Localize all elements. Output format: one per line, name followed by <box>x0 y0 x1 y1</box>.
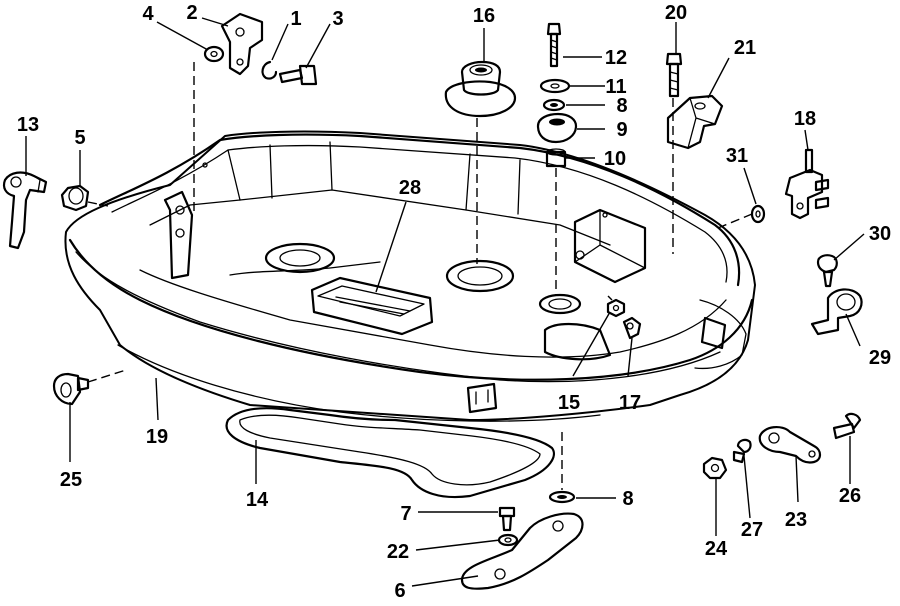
leader-lines <box>25 17 865 587</box>
latch-hook-part-2 <box>220 12 264 76</box>
grommet-part-5 <box>60 184 90 212</box>
callout-13: 13 <box>17 114 39 136</box>
callout-28: 28 <box>399 177 421 199</box>
grommet-part-16 <box>444 60 517 118</box>
callout-2: 2 <box>186 2 197 24</box>
grommet-part-25 <box>52 372 90 406</box>
assembly-lines <box>87 62 753 490</box>
screw-part-30 <box>816 254 838 288</box>
washer-part-31 <box>750 204 766 224</box>
washer-part-22 <box>497 533 519 547</box>
callout-1: 1 <box>290 8 301 30</box>
bolt-part-12 <box>546 22 562 68</box>
callout-31: 31 <box>726 145 748 167</box>
callout-19: 19 <box>146 426 168 448</box>
callout-6: 6 <box>394 580 405 602</box>
bolt-part-7 <box>498 506 516 532</box>
callout-20: 20 <box>665 2 687 24</box>
grommet-part-9 <box>536 112 578 144</box>
callout-23: 23 <box>785 509 807 531</box>
switch-part-18 <box>784 148 830 220</box>
lower-cover-shell <box>64 130 756 422</box>
bracket-plate-part-6 <box>460 512 584 590</box>
bolt-part-20 <box>665 52 683 98</box>
callout-9: 9 <box>616 119 627 141</box>
washer-part-11 <box>539 78 571 94</box>
callout-26: 26 <box>839 485 861 507</box>
screw-part-26 <box>832 412 862 440</box>
clamp-part-29 <box>810 288 863 336</box>
callout-4: 4 <box>142 3 154 25</box>
nut-part-24 <box>702 456 728 480</box>
callout-29: 29 <box>869 347 891 369</box>
callout-labels: 1 2 3 4 5 6 7 8 8 9 10 11 12 13 14 15 16… <box>17 2 891 602</box>
floor-pad-28 <box>310 276 434 336</box>
callout-14: 14 <box>246 489 269 511</box>
callout-3: 3 <box>332 8 343 30</box>
screw-part-3 <box>278 64 318 86</box>
callout-11: 11 <box>605 76 626 98</box>
callout-10: 10 <box>604 148 626 170</box>
lever-part-13 <box>2 171 48 250</box>
e-clip-part-1 <box>261 60 278 80</box>
seal-gasket-14 <box>225 407 555 499</box>
callout-8-lower: 8 <box>622 488 633 510</box>
link-arm-part-23 <box>758 426 822 464</box>
washer-part-4 <box>203 45 225 63</box>
callout-12: 12 <box>605 47 627 69</box>
screw-part-27 <box>732 438 752 464</box>
washer-part-8-lower <box>548 490 576 504</box>
callout-15: 15 <box>558 392 580 414</box>
nut-part-15 <box>606 298 626 318</box>
callout-24: 24 <box>705 538 728 560</box>
callout-16: 16 <box>473 5 495 27</box>
callout-18: 18 <box>794 108 816 130</box>
callout-25: 25 <box>60 469 82 491</box>
spacer-part-10 <box>545 148 567 168</box>
callout-30: 30 <box>869 223 891 245</box>
callout-17: 17 <box>619 392 641 414</box>
callout-22: 22 <box>387 541 409 563</box>
callout-8-top: 8 <box>616 95 627 117</box>
washer-part-8-top <box>542 98 566 112</box>
bracket-part-21 <box>666 94 724 150</box>
callout-5: 5 <box>74 127 85 149</box>
callout-21: 21 <box>734 37 756 59</box>
callout-7: 7 <box>400 503 411 525</box>
screw-part-17 <box>622 316 642 340</box>
callout-27: 27 <box>741 519 763 541</box>
